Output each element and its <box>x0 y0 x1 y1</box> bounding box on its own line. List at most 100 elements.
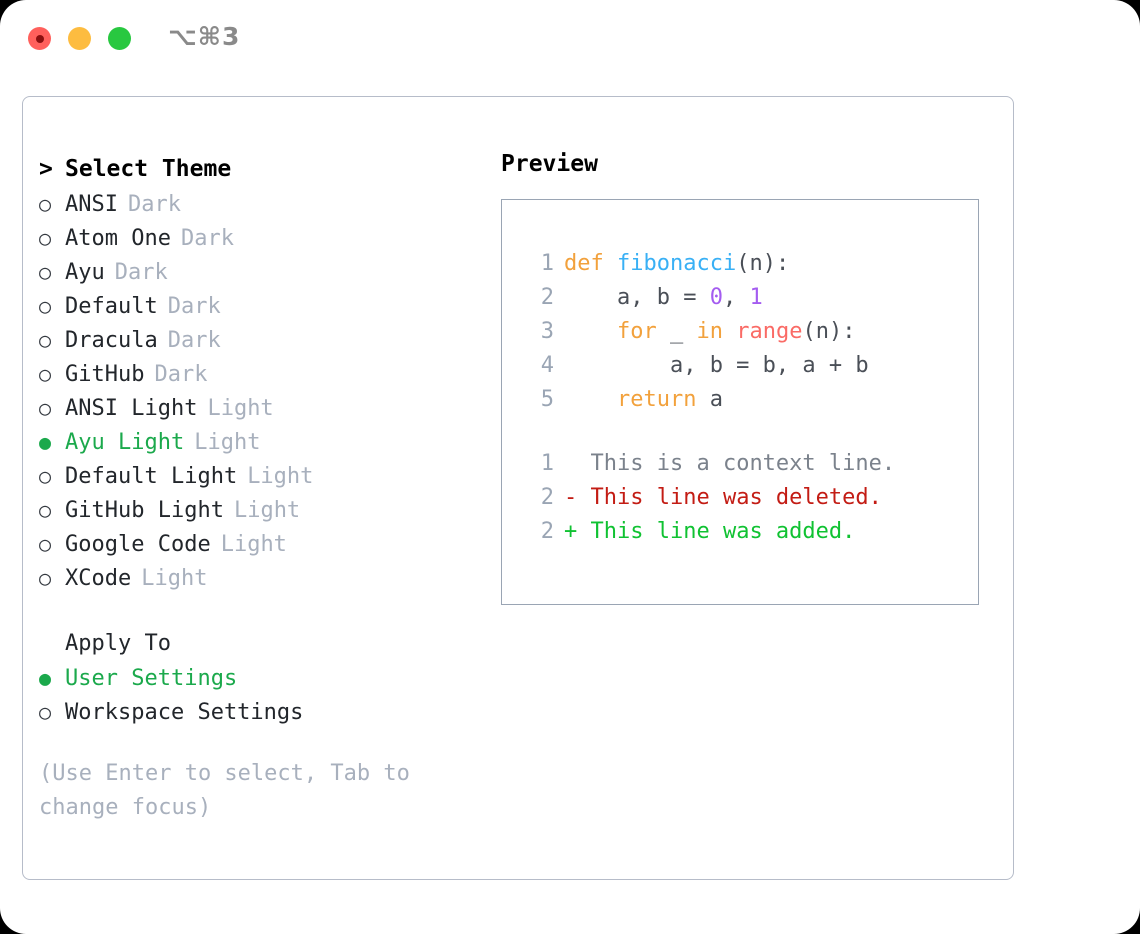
code-token: for <box>616 318 657 344</box>
code-line: 1 def fibonacci(n): <box>520 246 978 280</box>
theme-name: GitHub <box>65 361 145 387</box>
theme-name: Ayu Light <box>65 429 185 455</box>
radio-unselected-icon[interactable]: ○ <box>39 700 52 724</box>
line-number: 1 <box>540 450 554 476</box>
theme-name: ANSI <box>65 191 118 217</box>
radio-unselected-icon[interactable]: ○ <box>39 498 52 522</box>
theme-variant: Dark <box>167 327 221 353</box>
theme-variant: Dark <box>180 225 234 251</box>
theme-variant: Dark <box>114 259 168 285</box>
code-token <box>564 387 617 412</box>
theme-variant: Light <box>194 429 261 455</box>
theme-variant: Dark <box>167 293 221 319</box>
theme-variant: Light <box>220 531 287 557</box>
minimize-window-button[interactable] <box>68 27 91 50</box>
radio-unselected-icon[interactable]: ○ <box>39 328 52 352</box>
theme-variant: Dark <box>154 361 208 387</box>
code-token <box>723 319 736 344</box>
code-token: return <box>616 386 697 412</box>
theme-list-item[interactable]: ○ Atom One Dark <box>39 221 479 255</box>
theme-variant: Light <box>247 463 314 489</box>
radio-unselected-icon[interactable]: ○ <box>39 464 52 488</box>
maximize-window-button[interactable] <box>108 27 131 50</box>
theme-variant: Dark <box>127 191 181 217</box>
theme-variant: Light <box>207 395 274 421</box>
line-number: 1 <box>540 250 554 276</box>
radio-unselected-icon[interactable]: ○ <box>39 294 52 318</box>
code-token: 1 <box>749 284 763 310</box>
diff-line: 1 This is a context line. <box>520 446 978 480</box>
theme-name: Default Light <box>65 463 238 489</box>
apply-to-label-text: Workspace Settings <box>65 699 304 725</box>
radio-selected-icon[interactable]: ● <box>39 430 52 454</box>
code-line: 5 return a <box>520 382 978 416</box>
theme-name: Dracula <box>65 327 158 353</box>
code-token: range <box>736 318 803 344</box>
theme-name: Default <box>65 293 158 319</box>
keyboard-hint: (Use Enter to select, Tab to change focu… <box>39 761 410 820</box>
theme-name: XCode <box>65 565 132 591</box>
close-window-button[interactable] <box>28 27 51 50</box>
code-token: (n): <box>736 250 790 276</box>
diff-sample: 1 This is a context line. 2- This line wa… <box>520 446 978 548</box>
apply-to-list: ● User Settings ○ Workspace Settings <box>39 661 479 729</box>
apply-to-item[interactable]: ● User Settings <box>39 661 479 695</box>
preview-divider-space <box>520 416 978 446</box>
line-number: 4 <box>540 352 554 378</box>
radio-unselected-icon[interactable]: ○ <box>39 192 52 216</box>
theme-list-item[interactable]: ● Ayu Light Light <box>39 425 479 459</box>
code-token: a <box>696 386 723 412</box>
radio-unselected-icon[interactable]: ○ <box>39 566 52 590</box>
theme-list-item[interactable]: ○ GitHub Dark <box>39 357 479 391</box>
code-token: fibonacci <box>617 250 737 276</box>
line-number: 2 <box>540 484 554 510</box>
theme-name: ANSI Light <box>65 395 198 421</box>
diff-marker: - <box>564 484 591 510</box>
prompt-caret: > <box>39 156 53 182</box>
code-token: 0 <box>709 284 723 310</box>
theme-list-item[interactable]: ○ Default Dark <box>39 289 479 323</box>
diff-marker <box>564 451 591 476</box>
apply-to-label-text: User Settings <box>65 665 238 691</box>
code-line: 4 a, b = b, a + b <box>520 348 978 382</box>
theme-variant: Light <box>141 565 208 591</box>
theme-list-item[interactable]: ○ ANSI Light Light <box>39 391 479 425</box>
theme-list-item[interactable]: ○ Default Light Light <box>39 459 479 493</box>
code-token: , <box>722 284 750 310</box>
title-bar: ⌥⌘3 <box>0 0 1140 76</box>
code-token: a, b = b, a + b <box>564 352 869 378</box>
radio-unselected-icon[interactable]: ○ <box>39 396 52 420</box>
code-line: 2 a, b = 0, 1 <box>520 280 978 314</box>
apply-to-header: Apply To <box>39 625 479 661</box>
diff-text: This line was added. <box>590 518 856 544</box>
diff-line: 2 + This line was added. <box>520 514 978 548</box>
radio-unselected-icon[interactable]: ○ <box>39 362 52 386</box>
radio-unselected-icon[interactable]: ○ <box>39 226 52 250</box>
radio-unselected-icon[interactable]: ○ <box>39 260 52 284</box>
diff-text: This is a context line. <box>590 450 896 476</box>
theme-list-item[interactable]: ○ XCode Light <box>39 561 479 595</box>
diff-marker: + <box>564 518 591 544</box>
select-theme-label: Select Theme <box>65 156 232 182</box>
code-token: a, b = <box>564 284 710 310</box>
apply-to-label: Apply To <box>65 630 171 656</box>
code-token: (n): <box>802 318 856 344</box>
window-title: ⌥⌘3 <box>168 22 241 51</box>
theme-list-item[interactable]: ○ Dracula Dark <box>39 323 479 357</box>
theme-name: Atom One <box>65 225 171 251</box>
radio-selected-icon[interactable]: ● <box>39 666 52 690</box>
theme-list-item[interactable]: ○ ANSI Dark <box>39 187 479 221</box>
line-number: 2 <box>540 518 554 544</box>
radio-unselected-icon[interactable]: ○ <box>39 532 52 556</box>
apply-to-item[interactable]: ○ Workspace Settings <box>39 695 479 729</box>
code-token: def <box>564 250 604 276</box>
